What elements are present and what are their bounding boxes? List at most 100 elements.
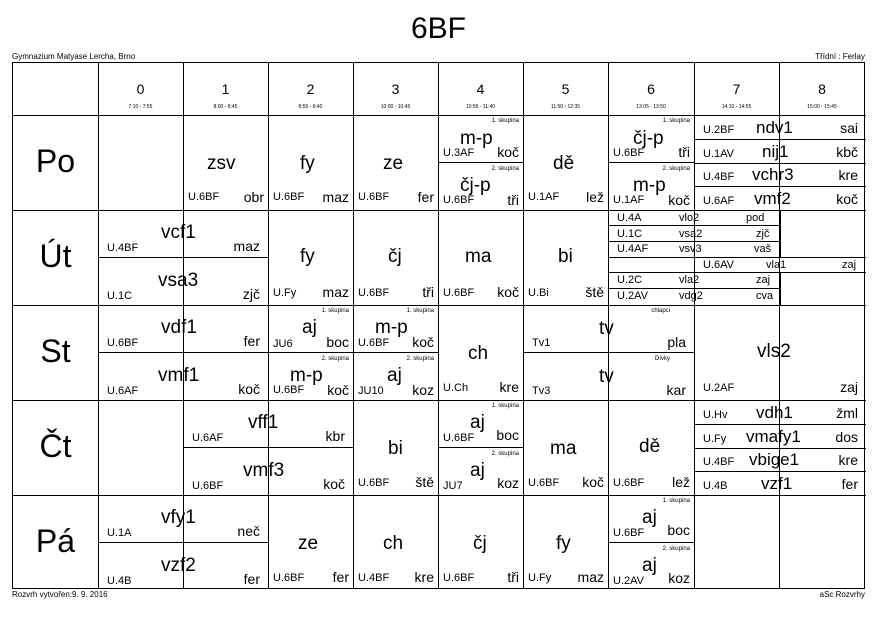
subject: čj (388, 246, 402, 267)
split-line (183, 447, 353, 448)
lesson-cell[interactable]: bi U.6BF ště (353, 400, 438, 495)
lesson-cell[interactable]: dě U.6BF lež (608, 400, 694, 495)
lesson-cell[interactable]: ch U.4BF kre (353, 495, 438, 590)
subject: m-p (633, 175, 666, 196)
grid-line (694, 63, 695, 588)
grid-line (183, 63, 184, 588)
lesson-cell-split[interactable]: vdf1 U.6BF fer vmf1 U.6AF koč (98, 305, 268, 400)
lesson-cell[interactable]: čj U.6BF tři (438, 495, 523, 590)
split-line (608, 257, 866, 258)
lesson-cell-split[interactable]: 1. skupina čj-p U.6BF tři 2. skupina m-p… (608, 115, 694, 210)
split-line (694, 163, 866, 164)
room: U.2AV (617, 290, 648, 302)
split-line (438, 447, 523, 448)
day-label-st: St (40, 333, 71, 369)
lesson-cell[interactable]: fy U.6BF maz (268, 115, 353, 210)
teacher: pla (667, 334, 686, 350)
period-number: 5 (561, 81, 570, 97)
lesson-cell[interactable]: bi U.Bi ště (523, 210, 608, 305)
split-line (438, 162, 523, 163)
group-label: 2. skupina (406, 356, 434, 362)
grid-line (98, 63, 99, 588)
lesson-cell[interactable]: čj U.6BF tři (353, 210, 438, 305)
period-number: 1 (221, 81, 230, 97)
period-number: 2 (306, 81, 315, 97)
lesson-cell-split[interactable]: vff1 U.6AF kbr vmf3 U.6BF koč (183, 400, 353, 495)
teacher: fer (243, 571, 260, 587)
grid-line (13, 210, 866, 211)
grid-line (779, 63, 780, 588)
room: Tv3 (532, 385, 551, 397)
lesson-cell-split[interactable]: vcf1 U.4BF maz vsa3 U.1C zjč (98, 210, 268, 305)
lesson-cell-multi[interactable]: U.4A vlo2 pod U.1C vsa2 zjč U.4AF vsv3 v… (608, 210, 866, 305)
subject: vbige1 (749, 450, 800, 469)
lesson-cell-split[interactable]: 1. skupina m-p U.6BF koč 2. skupina aj J… (353, 305, 438, 400)
room: U.6BF (358, 337, 390, 349)
lesson-cell[interactable]: fy U.Fy maz (523, 495, 608, 590)
lesson-cell[interactable]: ma U.6BF koč (523, 400, 608, 495)
subject: aj (642, 555, 657, 576)
lesson-cell-split[interactable]: 1. skupina aj U.6BF boc 2. skupina aj U.… (608, 495, 694, 590)
split-line (353, 352, 438, 353)
teacher: fer (841, 476, 858, 492)
split-line (608, 225, 780, 226)
room: U.4BF (703, 456, 735, 468)
room: U.6BF (443, 572, 475, 584)
room: JU10 (358, 385, 384, 397)
room: U.Hv (703, 409, 728, 421)
room: U.1AF (528, 191, 560, 203)
period-number: 0 (136, 81, 145, 97)
lesson-cell[interactable]: ze U.6BF fer (268, 495, 353, 590)
subject: vmf3 (243, 460, 285, 481)
teacher: fer (243, 333, 260, 349)
group-label: 1. skupina (321, 308, 349, 314)
subject: tv (599, 366, 614, 387)
subject: nij1 (762, 142, 789, 161)
teacher: koč (327, 382, 349, 398)
lesson-cell[interactable]: ze U.6BF fer (353, 115, 438, 210)
page-title: 6BF (410, 12, 467, 45)
room: U.6BF (358, 477, 390, 489)
split-line (608, 162, 694, 163)
teacher: neč (237, 523, 260, 539)
period-number: 3 (391, 81, 400, 97)
lesson-cell-split[interactable]: 1. skupina aj U.6BF boc 2. skupina aj JU… (438, 400, 523, 495)
subject: vdg2 (679, 290, 703, 302)
lesson-cell-multi[interactable]: U.Hv vdh1 žml U.Fy vmafy1 dos U.4BF vbig… (694, 400, 866, 495)
teacher: vaš (754, 243, 772, 255)
subject: vdf1 (161, 317, 197, 338)
subject: bi (388, 438, 403, 459)
teacher: tři (422, 284, 434, 300)
period-time: 15:00 - 15:45 (807, 104, 837, 110)
group-label: 2. skupina (662, 546, 690, 552)
lesson-cell-split[interactable]: chlapci tv Tv1 pla Dívky tv Tv3 kar (523, 305, 694, 400)
group-label: Dívky (655, 356, 670, 362)
grid-line (13, 305, 866, 306)
lesson-cell[interactable]: fy U.Fy maz (268, 210, 353, 305)
room: U.6BF (358, 287, 390, 299)
lesson-cell[interactable]: zsv U.6BF obr (183, 115, 268, 210)
lesson-cell-split[interactable]: 1. skupina m-p U.3AF koč 2. skupina čj-p… (438, 115, 523, 210)
subject: čj-p (633, 128, 664, 149)
teacher: obr (243, 189, 264, 205)
room: U.6AF (107, 385, 139, 397)
lesson-cell[interactable]: ma U.6BF koč (438, 210, 523, 305)
lesson-cell-multi[interactable]: U.2BF ndv1 sai U.1AV nij1 kbč U.4BF vchr… (694, 115, 866, 210)
day-label-po: Po (35, 143, 76, 179)
split-line (608, 542, 694, 543)
split-line (694, 424, 866, 425)
lesson-cell[interactable]: dě U.1AF lež (523, 115, 608, 210)
group-label: 1. skupina (491, 403, 519, 409)
room: U.6BF (443, 432, 475, 444)
day-label-pa: Pá (35, 523, 76, 559)
teacher: kar (666, 382, 686, 398)
room: JU7 (443, 480, 463, 492)
lesson-cell[interactable]: ch U.Ch kre (438, 305, 523, 400)
subject: vlo2 (679, 212, 700, 224)
subject: aj (642, 507, 657, 528)
lesson-cell[interactable]: vls2 U.2AF zaj (694, 305, 866, 400)
lesson-cell-split[interactable]: 1. skupina aj JU6 boc 2. skupina m-p U.6… (268, 305, 353, 400)
lesson-cell-split[interactable]: vfy1 U.1A neč vzf2 U.4B fer (98, 495, 268, 590)
subject: dě (639, 436, 661, 457)
teacher: koz (668, 570, 690, 586)
